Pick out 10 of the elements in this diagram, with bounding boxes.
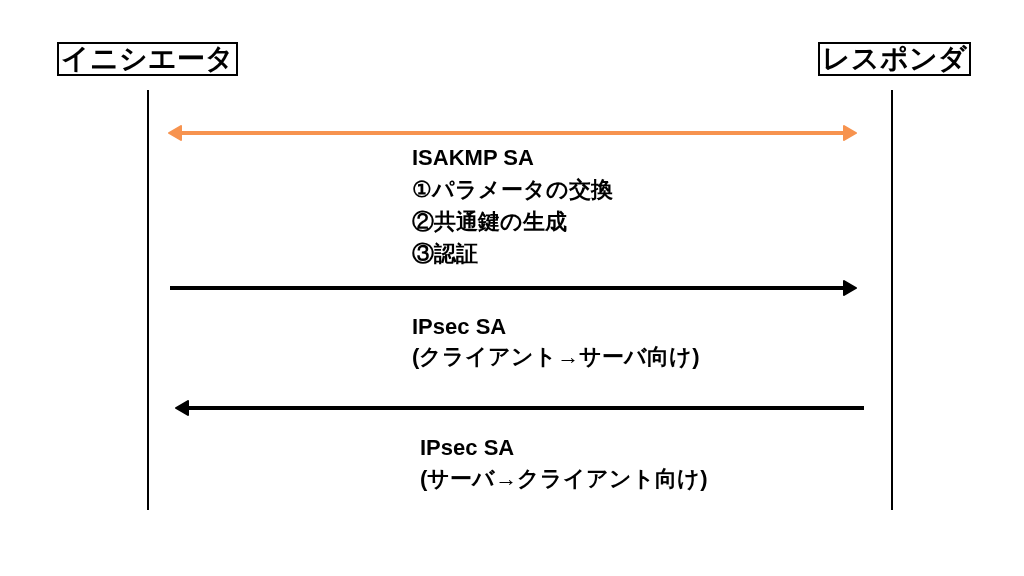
edge-label: IPsec SA (クライアント→サーバ向け) [412,313,700,371]
edge-label: IPsec SA (サーバ→クライアント向け) [420,434,708,493]
participant-name: レスポンダ [822,45,967,73]
message-arrow [175,400,864,416]
lifeline [147,90,149,510]
participant-name: イニシエータ [61,45,234,73]
message-arrow [168,125,857,141]
message-arrow [170,280,857,296]
lifeline [891,90,893,510]
edge-label: ISAKMP SA ①パラメータの交換 ②共通鍵の生成 ③認証 [412,144,613,268]
